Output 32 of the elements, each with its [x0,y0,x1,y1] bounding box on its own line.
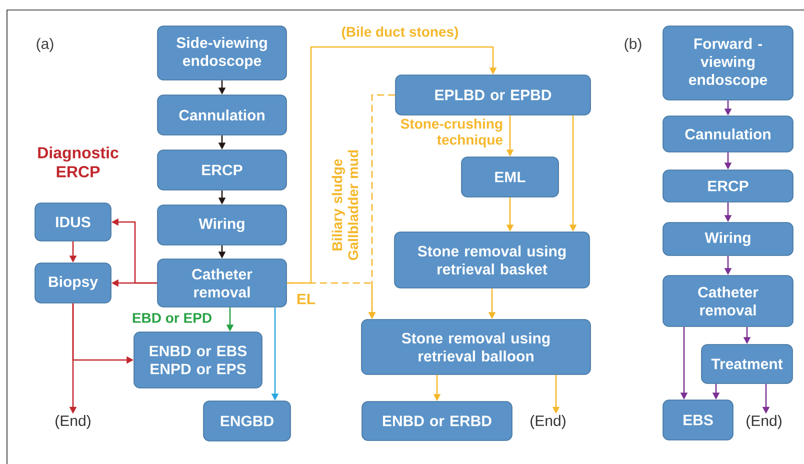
process-box: ENGBD [203,400,291,442]
process-box: ENBD or EBS ENPD or EPS [134,332,262,388]
process-box: ERCP [157,150,287,190]
process-box: EBS [662,400,734,440]
process-box: Catheter removal [662,275,794,327]
edge-label: EBD or EPD [130,312,214,324]
edge-label: Biliary sludge Gallbladder mud [330,139,360,271]
end-text: (End) [56,415,90,429]
process-box: EML [461,156,559,198]
end-text: (End) [746,415,782,429]
process-box: Cannulation [662,116,794,152]
end-text: (End) [530,415,566,429]
process-box: ERCP [662,170,794,202]
edge-label: (Bile duct stones) [340,25,460,41]
process-box: Stone removal using retrieval basket [394,232,590,288]
label: (b) [624,38,642,52]
process-box: Wiring [157,204,287,246]
process-box: ENBD or ERBD [362,401,512,441]
process-box: Treatment [701,344,793,384]
label: EL [297,294,316,304]
label: (a) [36,38,54,52]
process-box: IDUS [34,202,112,242]
process-box: Wiring [662,222,794,256]
process-box: Biopsy [34,262,112,304]
process-box: Stone removal using retrieval balloon [361,319,591,375]
process-box: EPLBD or EPBD [395,74,591,116]
edge-label: Stone-crushing technique [392,117,504,149]
process-box: Catheter removal [157,258,287,308]
process-box: Side-viewing endoscope [157,26,287,80]
process-box: Cannulation [157,94,287,136]
label: Diagnostic ERCP [38,146,118,178]
process-box: Forward -viewing endoscope [662,26,794,100]
